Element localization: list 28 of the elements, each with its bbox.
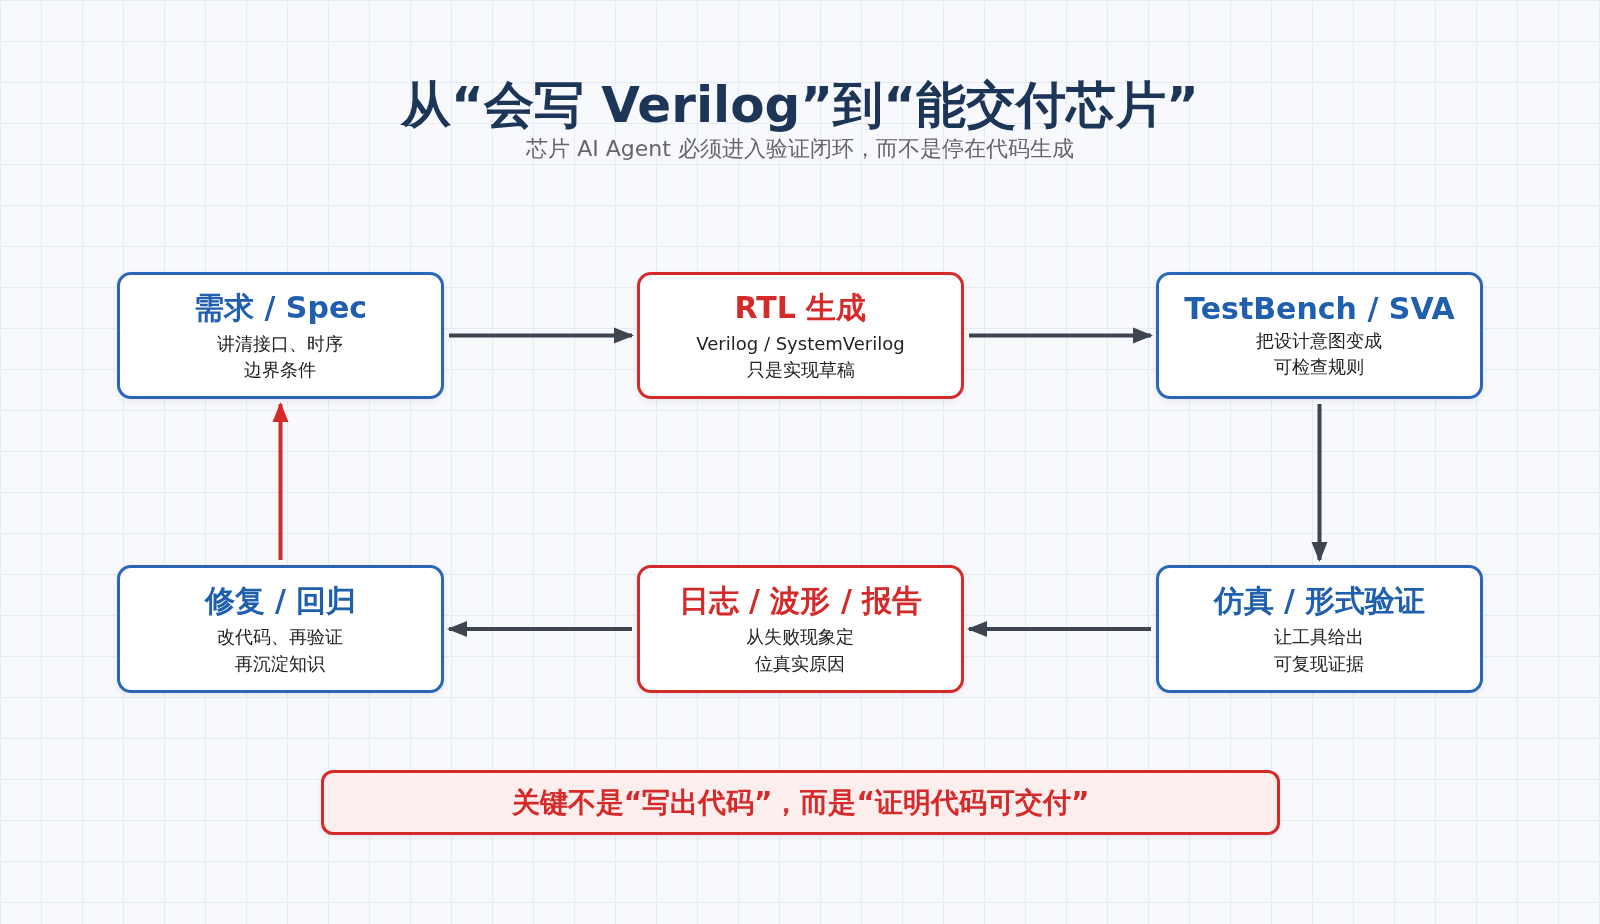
diagram-title: 从“会写 Verilog”到“能交付芯片”	[399, 75, 1200, 136]
arrow	[447, 621, 632, 637]
arrow	[1311, 404, 1328, 562]
subtitle: 芯片 AI Agent 必须进入验证闭环，而不是停在代码生成	[525, 135, 1075, 163]
arrow	[272, 402, 289, 560]
box-heading: 关键不是“写出代码”，而是“证明代码可交付”	[511, 784, 1090, 821]
box-heading: 修复 / 回归	[204, 582, 357, 621]
process-box	[1156, 565, 1483, 693]
box-heading: TestBench / SVA	[1184, 290, 1455, 326]
box-description: 从失败现象定位真实原因	[745, 625, 856, 676]
process-box	[117, 272, 444, 399]
arrow	[449, 327, 634, 344]
box-description: 把设计意图变成可检查规则	[1255, 328, 1384, 379]
arrow	[967, 621, 1151, 637]
callout-banner	[321, 770, 1280, 835]
box-description: Verilog / SystemVerilog 只是实现草稿	[695, 331, 906, 382]
process-box	[1156, 272, 1483, 399]
process-box	[637, 565, 964, 693]
arrow	[969, 327, 1153, 344]
box-heading: RTL 生成	[734, 288, 867, 327]
box-description: 讲清接口、时序边界条件	[216, 331, 345, 382]
process-box	[117, 565, 444, 693]
box-description: 让工具给出可复现证据	[1273, 625, 1366, 676]
box-description: 改代码、再验证再沉淀知识	[216, 625, 345, 676]
process-box	[637, 272, 964, 399]
box-heading: 需求 / Spec	[193, 288, 368, 327]
box-heading: 日志 / 波形 / 报告	[678, 582, 923, 621]
box-heading: 仿真 / 形式验证	[1213, 582, 1426, 621]
